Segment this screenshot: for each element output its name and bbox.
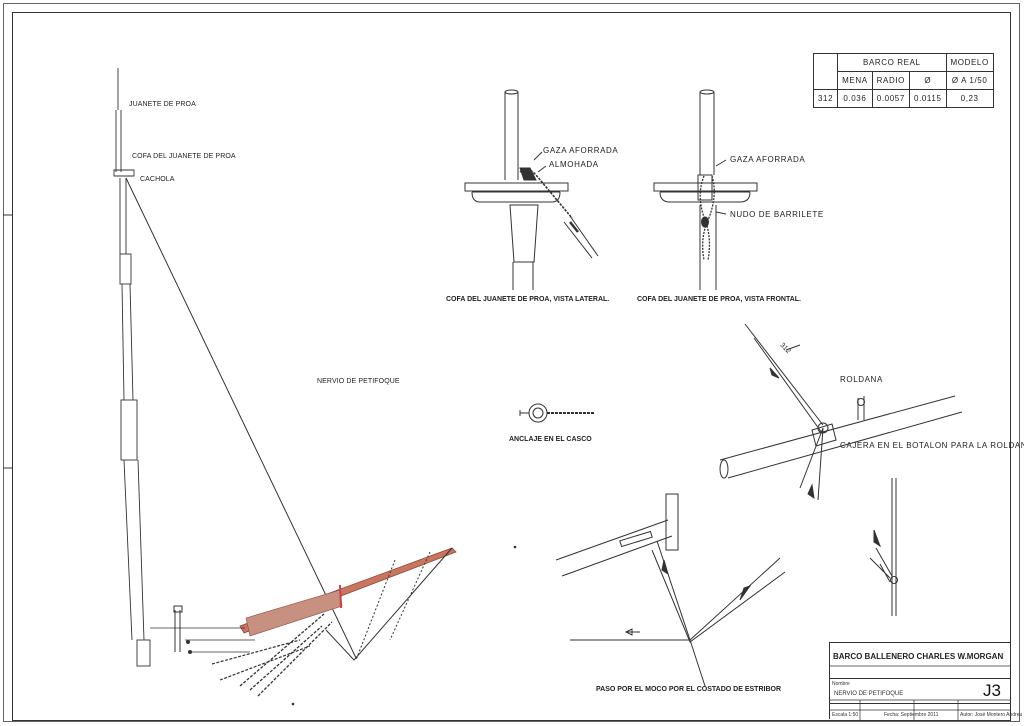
project-title: BARCO BALLENERO CHARLES W.MORGAN (833, 652, 1004, 661)
label-gaza-frontal: GAZA AFORRADA (730, 155, 806, 164)
caption-paso: PASO POR EL MOCO POR EL COSTADO DE ESTRI… (596, 686, 782, 693)
spec-table: BARCO REAL MODELO MENA RADIO Ø Ø A 1/50 … (812, 53, 994, 108)
outer-border (3, 3, 1020, 722)
anclaje-detail (519, 403, 594, 423)
spec-ref: 312 (812, 89, 839, 108)
small-pole-detail (869, 478, 898, 616)
spec-escala: 0,23 (945, 89, 994, 108)
spec-col-mena: MENA (837, 71, 873, 90)
label-juanete: JUANETE DE PROA (129, 101, 196, 108)
author-text: Autor: José Montero Andreu (960, 712, 1023, 718)
caption-anclaje: ANCLAJE EN EL CASCO (509, 436, 592, 443)
lateral-view (464, 89, 599, 290)
label-cachola: CACHOLA (140, 176, 175, 183)
title-block: BARCO BALLENERO CHARLES W.MORGAN Nombre … (829, 642, 1022, 719)
label-nudo: NUDO DE BARRILETE (730, 210, 824, 219)
caption-frontal: COFA DEL JUANETE DE PROA, VISTA FRONTAL. (637, 296, 801, 303)
label-cofa: COFA DEL JUANETE DE PROA (132, 153, 236, 160)
spec-header-real: BARCO REAL (837, 53, 947, 72)
spec-header-modelo: MODELO (945, 53, 994, 72)
botalon-detail (719, 323, 963, 501)
date-text: Fecha: Septiembre 2011 (884, 712, 939, 718)
frontal-view (653, 89, 758, 290)
spec-radio: 0.0057 (871, 89, 911, 108)
label-roldana: ROLDANA (840, 375, 883, 384)
scale-text: Escala 1:50 (832, 712, 859, 718)
spec-mena: 0.036 (837, 89, 873, 108)
paso-moco-detail (291, 493, 786, 706)
name-caption: Nombre (832, 681, 850, 687)
drawing-name: NERVIO DE PETIFOQUE (834, 691, 904, 697)
edge-ticks (3, 214, 12, 469)
spec-col-diam: Ø (909, 71, 947, 90)
mast (113, 68, 151, 667)
spec-col-escala: Ø A 1/50 (945, 71, 994, 90)
title-name-row: Nombre NERVIO DE PETIFOQUE J3 (830, 678, 1011, 704)
inner-border (12, 12, 1011, 721)
boom-assembly (150, 547, 457, 697)
label-gaza-lateral: GAZA AFORRADA (543, 146, 619, 155)
label-almohada: ALMOHADA (549, 160, 599, 169)
spec-col-radio: RADIO (871, 71, 911, 90)
table-row: 312 0.036 0.0057 0.0115 0,23 (812, 89, 994, 108)
drawing-code: J3 (983, 681, 1001, 700)
spec-diam: 0.0115 (909, 89, 947, 108)
caption-lateral: COFA DEL JUANETE DE PROA, VISTA LATERAL. (446, 296, 610, 303)
nervio-line (125, 177, 357, 659)
label-nervio: NERVIO DE PETIFOQUE (317, 378, 400, 385)
label-cajera: CAJERA EN EL BOTALON PARA LA ROLDANA (840, 441, 1024, 450)
spec-empty-cell (812, 53, 839, 90)
